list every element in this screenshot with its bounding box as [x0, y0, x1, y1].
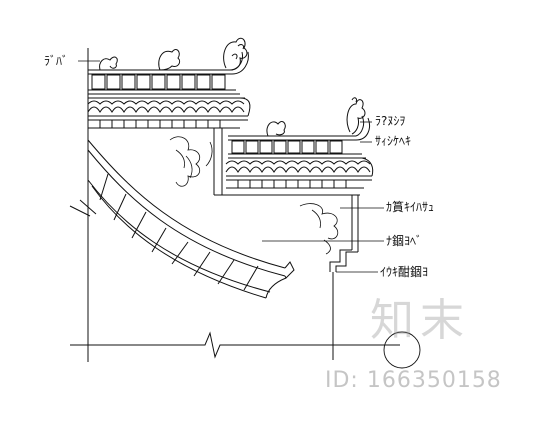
upper-ridge-tiles: [91, 74, 226, 90]
lower-ridge-ornaments: [266, 97, 366, 137]
upper-ridge: [88, 51, 249, 95]
watermark-brand: 知末: [370, 295, 470, 346]
curved-eave-rafters: [99, 173, 259, 291]
lower-ridge-tiles: [231, 140, 343, 154]
upper-eave-rafters: [99, 120, 221, 128]
lower-ridge: [228, 115, 370, 159]
upper-ridge-ornaments: [99, 37, 248, 71]
ground-break-line: [70, 331, 400, 359]
label-right-2: ｻｨｼｹﾍｷ: [375, 134, 412, 148]
upper-roof-tiles: [87, 97, 251, 129]
curved-eave: [69, 139, 295, 299]
lower-roof-tiles: [225, 157, 374, 189]
section-marker-circle: [383, 331, 421, 369]
upper-wall: [213, 128, 360, 196]
label-right-4: ﾅ錮ﾖﾍﾞ: [386, 234, 423, 248]
label-right-5: ｲｳｷ酣錮ﾖ: [380, 265, 429, 279]
lower-eave-rafters: [237, 180, 347, 188]
label-right-3: ｶ篔ｷｲﾊｻｭ: [386, 200, 435, 214]
leader-lines: [78, 60, 384, 273]
label-top-left: ﾗﾞﾊﾞ: [44, 54, 69, 68]
lower-wall: [329, 195, 359, 272]
label-right-1: ﾗ?ﾇｼｦ: [375, 114, 406, 128]
watermark-id: ID: 166350158: [325, 368, 502, 393]
